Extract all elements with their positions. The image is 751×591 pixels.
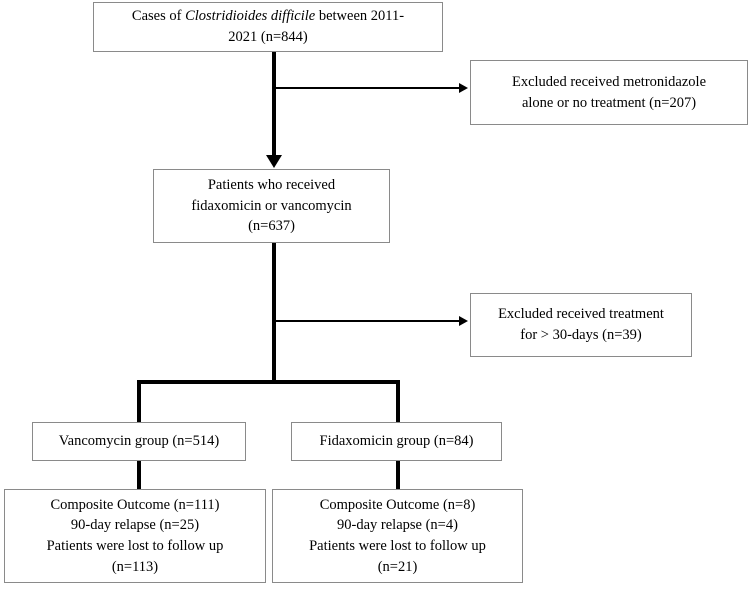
node-vancomycin-group: Vancomycin group (n=514)	[32, 422, 246, 461]
connector-trunk-top	[272, 52, 276, 157]
node-excluded-metronidazole-label: Excluded received metronidazole alone or…	[511, 73, 707, 111]
node-cases-total-label: Cases of Clostridioides difficile betwee…	[131, 8, 405, 45]
node-excluded-metronidazole: Excluded received metronidazole alone or…	[470, 60, 748, 125]
node-vancomycin-outcomes-label: Composite Outcome (n=111) 90-day relapse…	[46, 496, 224, 575]
node-received-treatment: Patients who received fidaxomicin or van…	[153, 169, 390, 243]
node-fidaxomicin-outcomes: Composite Outcome (n=8) 90-day relapse (…	[272, 489, 523, 583]
node-fidaxomicin-group-label: Fidaxomicin group (n=84)	[319, 433, 474, 450]
node-fidaxomicin-outcomes-label: Composite Outcome (n=8) 90-day relapse (…	[309, 496, 486, 575]
connector-split-bar	[137, 380, 400, 384]
connector-vancomycin-to-outcomes	[137, 461, 141, 491]
node-excluded-30days: Excluded received treatment for > 30-day…	[470, 293, 692, 357]
arrowhead-to-excluded-30days	[459, 315, 468, 326]
species-name-italic: Clostridioides difficile	[185, 8, 316, 25]
node-excluded-30days-label: Excluded received treatment for > 30-day…	[498, 306, 664, 343]
node-vancomycin-outcomes: Composite Outcome (n=111) 90-day relapse…	[4, 489, 266, 583]
connector-fidaxomicin-to-outcomes	[396, 461, 400, 491]
arrowhead-to-excluded-metronidazole	[459, 82, 468, 93]
connector-split-right	[396, 380, 400, 422]
connector-trunk-middle	[272, 243, 276, 384]
node-fidaxomicin-group: Fidaxomicin group (n=84)	[291, 422, 502, 461]
node-received-treatment-label: Patients who received fidaxomicin or van…	[191, 177, 352, 235]
connector-split-left	[137, 380, 141, 422]
arrowhead-to-received-treatment	[266, 155, 282, 168]
node-vancomycin-group-label: Vancomycin group (n=514)	[58, 433, 220, 450]
connector-branch-metronidazole	[274, 87, 461, 89]
connector-branch-30days	[274, 320, 461, 322]
node-cases-total: Cases of Clostridioides difficile betwee…	[93, 2, 443, 52]
